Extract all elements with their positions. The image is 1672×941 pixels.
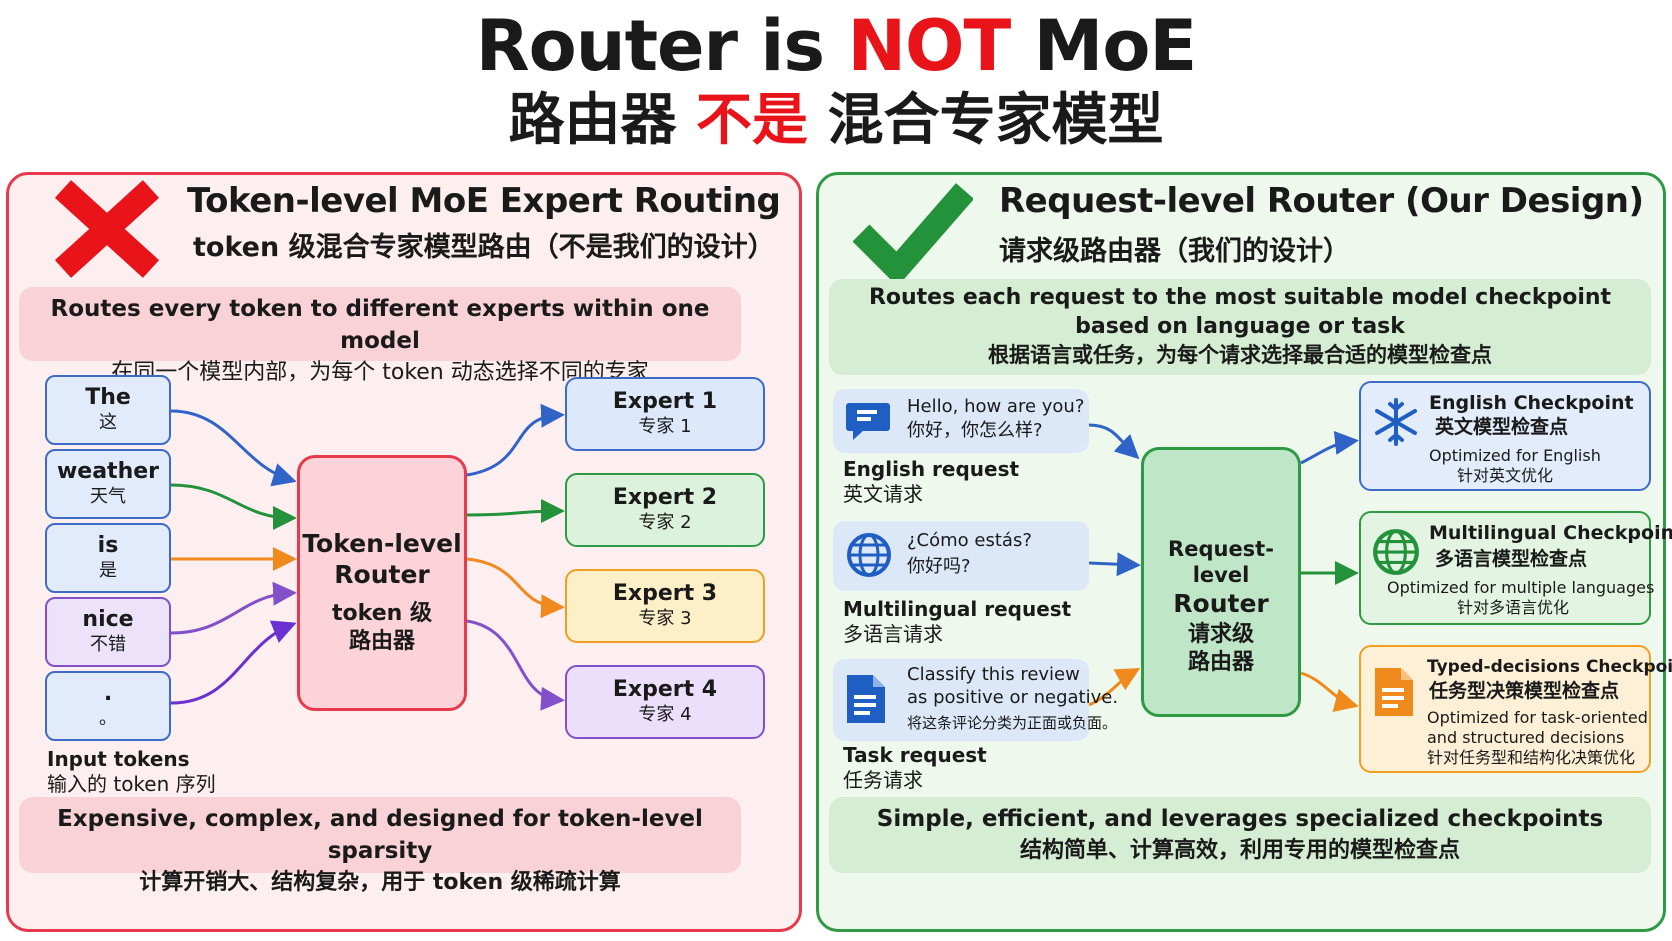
moe-heading: Token-level MoE Expert Routing <box>187 181 781 221</box>
title-highlight: NOT <box>847 5 1011 87</box>
english-checkpoint-card: English Checkpoint 英文模型检查点 Optimized for… <box>1359 381 1651 491</box>
router-conclusion-band: Simple, efficient, and leverages special… <box>829 797 1651 873</box>
router-arrows <box>1088 423 1359 713</box>
main-title: Router is NOT MoE <box>475 5 1197 87</box>
chat-bubble-icon <box>846 403 890 440</box>
english-request-card: Hello, how are you? 你好，你怎么样? <box>833 389 1089 453</box>
moe-heading-zh: token 级混合专家模型路由（不是我们的设计） <box>193 232 775 263</box>
snowflake-icon <box>1375 398 1417 446</box>
main-title-zh: 路由器 不是 混合专家模型 <box>508 88 1164 153</box>
router-heading: Request-level Router (Our Design) <box>999 181 1644 221</box>
task-request-label: Task request 任务请求 <box>843 743 987 792</box>
typed-decisions-checkpoint-card: Typed-decisions Checkpoint 任务型决策模型检查点 Op… <box>1359 645 1672 773</box>
moe-panel: Token-level MoE Expert Routing token 级混合… <box>6 172 802 932</box>
title-zh-highlight: 不是 <box>696 88 808 153</box>
router-panel: Request-level Router (Our Design) 请求级路由器… <box>816 172 1672 932</box>
document-icon <box>847 675 885 723</box>
tokens-label: Input tokens 输入的 token 序列 <box>47 747 216 796</box>
task-request-card: Classify this review as positive or nega… <box>833 659 1118 741</box>
red-x-icon <box>54 180 160 278</box>
globe-icon <box>1373 529 1419 575</box>
request-level-router: Request-level Router 请求级 路由器 <box>1141 447 1301 717</box>
token-level-router: Token-level Router token 级 路由器 <box>297 455 467 711</box>
multilingual-checkpoint-card: Multilingual Checkpoint 多语言模型检查点 Optimiz… <box>1359 511 1672 625</box>
token-box-period: .。 <box>45 671 171 741</box>
green-check-icon <box>853 183 973 281</box>
globe-icon <box>847 533 891 577</box>
document-icon <box>1375 668 1413 716</box>
router-heading-zh: 请求级路由器（我们的设计） <box>999 236 1350 267</box>
moe-summary-band: Routes every token to different experts … <box>19 287 741 385</box>
moe-conclusion-band: Expensive, complex, and designed for tok… <box>19 797 741 895</box>
multilingual-request-card: ¿Cómo estás? 你好吗? <box>833 521 1089 591</box>
router-summary-band: Routes each request to the most suitable… <box>829 279 1651 375</box>
moe-arrows <box>170 403 565 711</box>
multilingual-request-label: Multilingual request 多语言请求 <box>843 597 1072 646</box>
english-request-label: English request 英文请求 <box>843 457 1020 506</box>
